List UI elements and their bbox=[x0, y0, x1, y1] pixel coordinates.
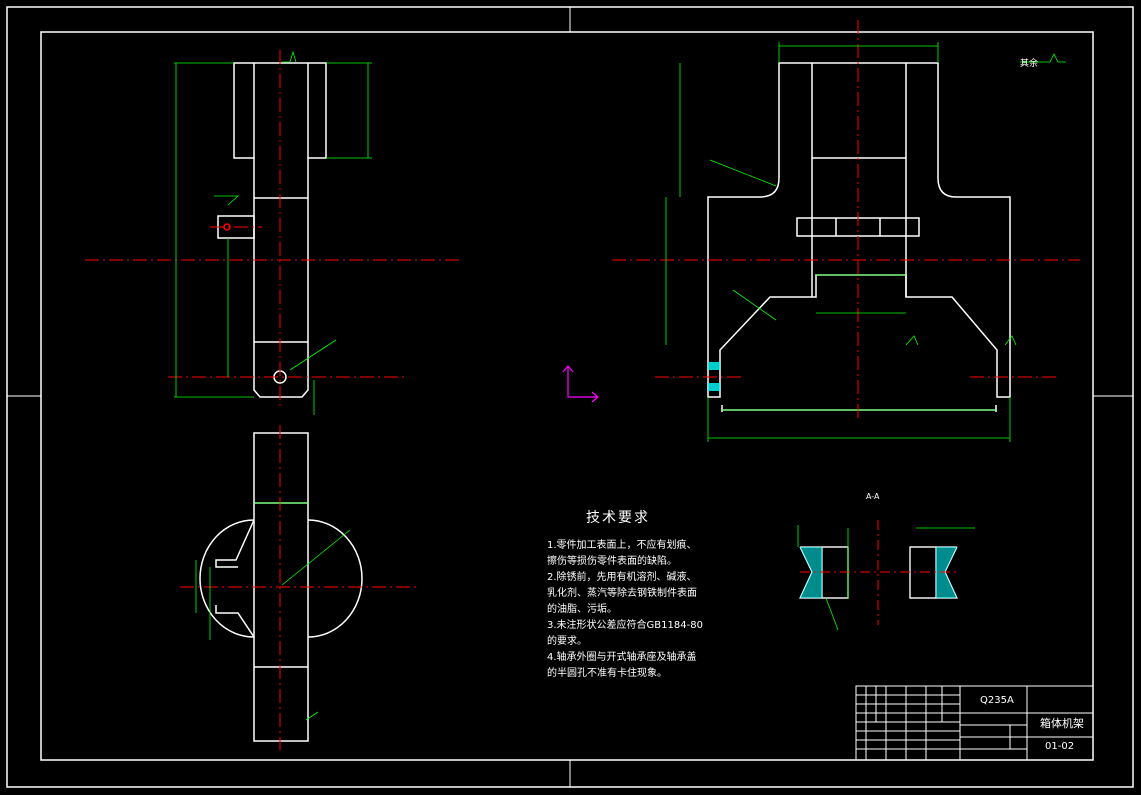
side-view-hatch bbox=[708, 362, 720, 391]
sheet-border bbox=[6, 6, 1134, 788]
tech-note-line: 擦伤等损伤零件表面的缺陷。 bbox=[547, 556, 677, 567]
front-view-centerlines bbox=[85, 50, 460, 410]
front-view bbox=[217, 62, 327, 398]
drawing-number: 01-02 bbox=[1045, 741, 1075, 752]
section-centerlines bbox=[800, 520, 957, 625]
tech-note-line: 的油脂、污垢。 bbox=[547, 604, 617, 615]
section-dimensions bbox=[797, 525, 975, 631]
tech-note-line: 3.未注形状公差应符合GB1184-80 bbox=[547, 620, 703, 631]
top-view-dimensions bbox=[195, 502, 351, 721]
technical-requirements-title: 技术要求 bbox=[586, 510, 650, 526]
tech-note-line: 4.轴承外圈与开式轴承座及轴承盖 bbox=[547, 652, 697, 663]
tech-note-line: 2.除锈前，先用有机溶剂、碱液、 bbox=[547, 572, 697, 583]
section-label: A-A bbox=[866, 492, 880, 501]
technical-requirements-notes: 1.零件加工表面上，不应有划痕、 擦伤等损伤零件表面的缺陷。 2.除锈前，先用有… bbox=[547, 538, 703, 682]
tech-note-line: 乳化剂、蒸汽等除去钢铁制件表面 bbox=[547, 588, 697, 599]
title-block bbox=[855, 685, 1094, 761]
side-view bbox=[707, 62, 1011, 412]
tech-note-line: 的要求。 bbox=[547, 636, 587, 647]
surface-finish-note: 其余 bbox=[1020, 59, 1039, 69]
side-view-centerlines bbox=[612, 20, 1080, 420]
ucs-icon bbox=[562, 365, 599, 403]
tech-note-line: 1.零件加工表面上，不应有划痕、 bbox=[547, 540, 697, 551]
side-view-dimensions bbox=[665, 42, 1066, 442]
part-name: 箱体机架 bbox=[1040, 717, 1084, 730]
section-hatch bbox=[800, 547, 957, 598]
material-label: Q235A bbox=[980, 695, 1014, 706]
front-view-dimensions bbox=[174, 50, 372, 415]
top-view-centerlines bbox=[180, 425, 418, 750]
tech-note-line: 的半圆孔不准有卡住现象。 bbox=[547, 668, 667, 679]
